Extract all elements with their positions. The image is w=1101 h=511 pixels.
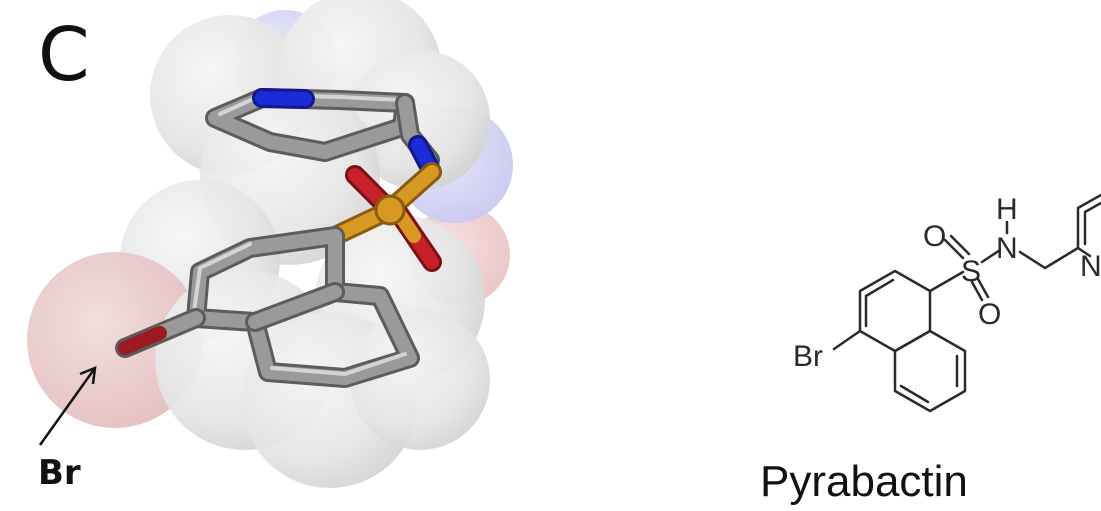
s-o-lower-bond (970, 280, 984, 302)
atom-label-oxygen-bottom: O (978, 298, 1001, 331)
atom-label-hydrogen: H (996, 193, 1018, 226)
lower-ring-double-bond (899, 384, 930, 404)
atom-label-bromine: Br (793, 340, 823, 373)
molecule-name: Pyrabactin (760, 457, 968, 506)
bromine-stick (115, 308, 206, 358)
upper-ring-double-bond (864, 278, 895, 298)
pyridine-double-bond (1083, 201, 1101, 214)
naphthalene-body (189, 229, 417, 385)
naphthalene-sticks (186, 226, 420, 388)
lower-ring (893, 329, 967, 413)
pyridine-ring (1076, 193, 1101, 250)
arrow-head (79, 366, 97, 385)
s-o-lower-bond-2 (976, 277, 990, 299)
c-s-bond (928, 270, 965, 293)
atom-label-nitrogen-ring: N (1080, 250, 1101, 283)
bromine-callout-arrow (38, 366, 97, 446)
ring-nitrogen-stick (255, 91, 312, 106)
s-o-upper-bond (943, 238, 965, 260)
s-n-bond (980, 248, 1002, 264)
naphthalene-highlight (192, 242, 252, 314)
n-ch2-bond (1018, 250, 1047, 270)
carbon-sphere (350, 50, 490, 190)
c-br-bond (832, 329, 862, 351)
upper-ring (858, 269, 932, 353)
pyridine-ring-bond (1076, 246, 1092, 258)
stick-model (115, 88, 442, 388)
arrow-shaft (38, 367, 97, 446)
skeletal-structure (832, 193, 1101, 413)
panel-label: C (38, 12, 90, 98)
naphthalene-highlight (270, 352, 407, 376)
sulfur-atom (374, 194, 406, 226)
fused-bond (248, 285, 342, 329)
sulfonyl-sticks (325, 165, 442, 272)
ch2-ring-bond (1043, 246, 1080, 270)
atom-label-oxygen-top: O (923, 220, 946, 253)
atom-label-sulfur: S (961, 255, 981, 288)
s-o-upper-bond-2 (949, 234, 971, 256)
br-stick (118, 326, 167, 355)
atom-label-nitrogen-amide: N (996, 232, 1018, 265)
carbon-sphere (350, 310, 490, 450)
skeletal-atom-labels: O S O H N N Br (793, 193, 1101, 373)
bromine-callout-label: Br (38, 453, 81, 493)
